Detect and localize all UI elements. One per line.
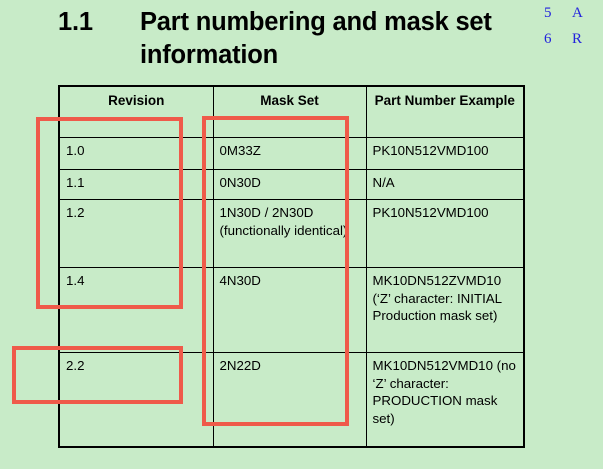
table-row: 2.2 2N22D MK10DN512VMD10 (no ‘Z’ charact… (58, 352, 525, 448)
table-row: 1.0 0M33Z PK10N512VMD100 (58, 137, 525, 170)
cell-part-number-example: MK10DN512ZVMD10 (‘Z’ character: INITIAL … (365, 267, 525, 353)
table-row: 1.1 0N30D N/A (58, 169, 525, 200)
toc-fragment: 5 A 6 R (544, 0, 603, 52)
cell-mask-set: 0N30D (212, 169, 367, 200)
cell-revision: 1.1 (58, 169, 214, 200)
section-number: 1.1 (58, 8, 93, 36)
cell-mask-set: 0M33Z (212, 137, 367, 170)
cell-mask-set: 2N22D (212, 352, 367, 448)
cell-part-number-example: MK10DN512VMD10 (no ‘Z’ character: PRODUC… (365, 352, 525, 448)
cell-revision: 1.2 (58, 199, 214, 268)
table-row: 1.2 1N30D / 2N30D (functionally identica… (58, 199, 525, 268)
cell-mask-set: 4N30D (212, 267, 367, 353)
page-title: 1.1 Part numbering and mask set informat… (58, 6, 528, 72)
cell-part-number-example: N/A (365, 169, 525, 200)
cell-revision: 1.0 (58, 137, 214, 170)
toc-entry[interactable]: 6 R (544, 26, 603, 52)
column-header-revision: Revision (58, 85, 214, 138)
section-title: Part numbering and mask set information (140, 8, 492, 69)
cell-part-number-example: PK10N512VMD100 (365, 199, 525, 268)
toc-entry[interactable]: 5 A (544, 0, 603, 26)
toc-entry-label: R (572, 31, 583, 47)
table-header-row: Revision Mask Set Part Number Example (58, 85, 525, 138)
toc-entry-label: A (572, 5, 583, 21)
toc-entry-number: 6 (544, 31, 552, 47)
table-row: 1.4 4N30D MK10DN512ZVMD10 (‘Z’ character… (58, 267, 525, 353)
cell-mask-set: 1N30D / 2N30D (functionally identical) (212, 199, 367, 268)
cell-revision: 1.4 (58, 267, 214, 353)
column-header-part-number-example: Part Number Example (365, 85, 525, 138)
cell-revision: 2.2 (58, 352, 214, 448)
column-header-mask-set: Mask Set (212, 85, 367, 138)
revision-mask-set-table: Revision Mask Set Part Number Example 1.… (58, 85, 525, 448)
cell-part-number-example: PK10N512VMD100 (365, 137, 525, 170)
toc-entry-number: 5 (544, 5, 552, 21)
